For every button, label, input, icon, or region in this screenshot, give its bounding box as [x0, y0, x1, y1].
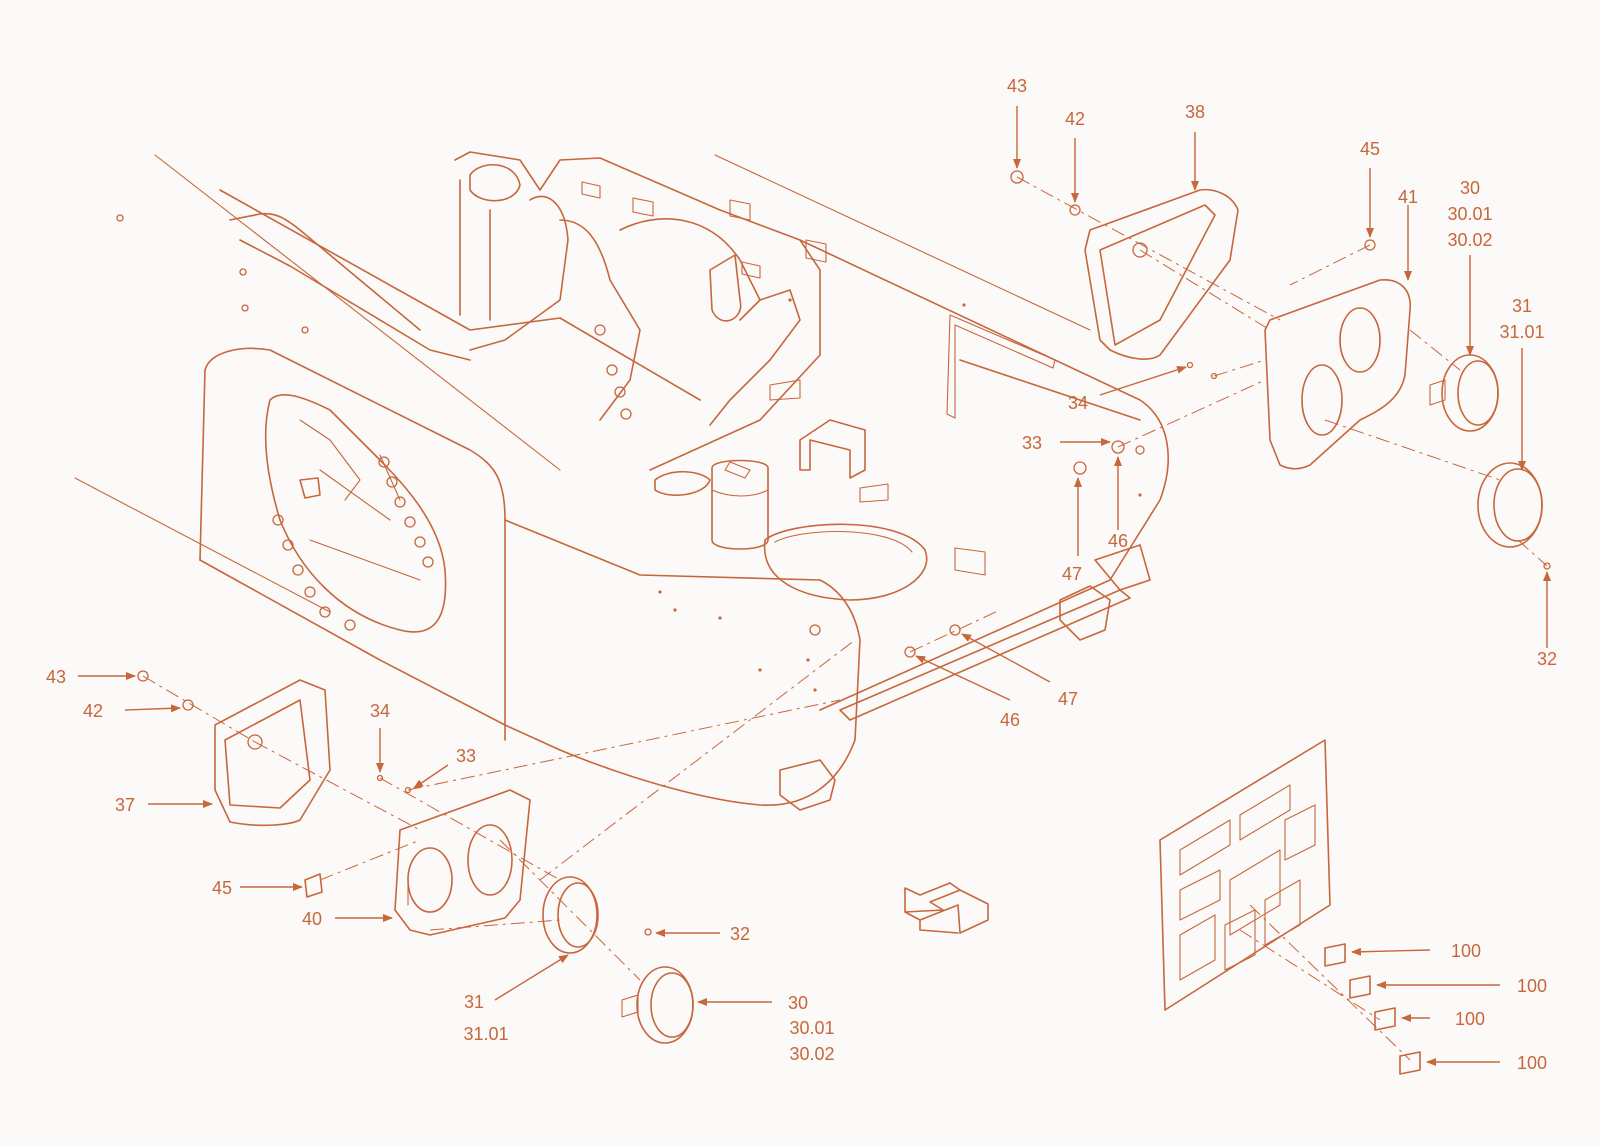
part-37-cover [214, 679, 331, 827]
label-46: 46 [1108, 531, 1128, 551]
callout-labels: 43 42 38 45 41 30 30.01 30.02 31 31.01 3… [46, 76, 1557, 1073]
label-33: 33 [456, 746, 476, 766]
label-41: 41 [1398, 187, 1418, 207]
label-30-01: 30.01 [789, 1018, 834, 1038]
assembly-lines [142, 176, 1548, 1061]
label-100: 100 [1517, 1053, 1547, 1073]
knob-left-30 [621, 966, 694, 1044]
label-30: 30 [1460, 178, 1480, 198]
label-40: 40 [302, 909, 322, 929]
chassis-frame [74, 151, 1169, 811]
label-100: 100 [1451, 941, 1481, 961]
direction-arrow-icon [904, 882, 989, 934]
label-45: 45 [212, 878, 232, 898]
label-42: 42 [1065, 109, 1085, 129]
label-42: 42 [83, 701, 103, 721]
label-32: 32 [730, 924, 750, 944]
label-38: 38 [1185, 102, 1205, 122]
label-30-01: 30.01 [1447, 204, 1492, 224]
label-30: 30 [788, 993, 808, 1013]
label-34: 34 [1068, 393, 1088, 413]
label-33: 33 [1022, 433, 1042, 453]
label-32: 32 [1537, 649, 1557, 669]
label-46: 46 [1000, 710, 1020, 730]
label-34: 34 [370, 701, 390, 721]
label-30-02: 30.02 [789, 1044, 834, 1064]
label-47: 47 [1062, 564, 1082, 584]
label-31-01: 31.01 [1499, 322, 1544, 342]
part-41-bezel [1264, 279, 1411, 470]
label-100: 100 [1517, 976, 1547, 996]
label-43: 43 [1007, 76, 1027, 96]
part-40-bezel [394, 789, 531, 936]
circuit-board [1159, 739, 1331, 1011]
label-31: 31 [464, 992, 484, 1012]
label-31: 31 [1512, 296, 1532, 316]
label-30-02: 30.02 [1447, 230, 1492, 250]
label-47: 47 [1058, 689, 1078, 709]
part-38-cover [1084, 188, 1239, 360]
label-37: 37 [115, 795, 135, 815]
knob-left-31 [542, 876, 599, 954]
knob-right-30 [1429, 354, 1499, 432]
label-100: 100 [1455, 1009, 1485, 1029]
label-45: 45 [1360, 139, 1380, 159]
callout-arrows [78, 106, 1551, 1066]
label-31-01: 31.01 [463, 1024, 508, 1044]
connectors-100 [1324, 943, 1421, 1075]
label-43: 43 [46, 667, 66, 687]
fasteners [137, 170, 1551, 936]
